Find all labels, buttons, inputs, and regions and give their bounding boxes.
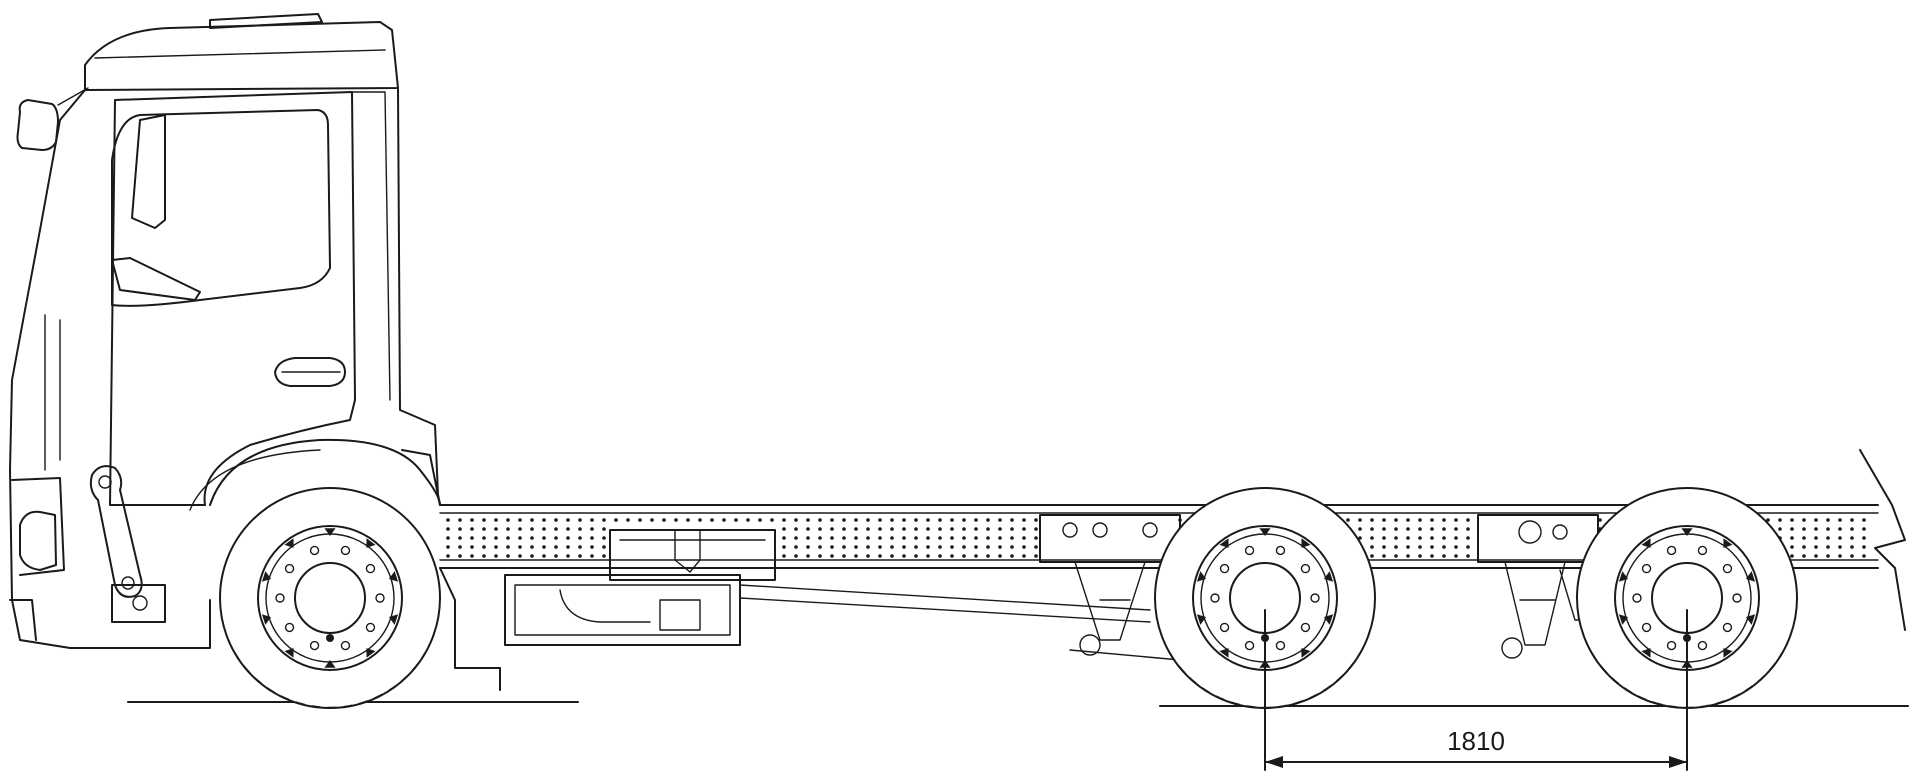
rear-wheel-1 — [1154, 487, 1376, 709]
dimension-arrow-right — [1669, 756, 1687, 768]
wheels — [219, 487, 1798, 709]
wheelbase-dimension: 1810 — [1264, 609, 1688, 771]
dimension-arrow-left — [1265, 756, 1283, 768]
front-wheel — [219, 487, 441, 709]
cab — [9, 13, 501, 691]
ground-lines — [127, 701, 1909, 707]
fuel-tank — [504, 529, 1151, 646]
dimension-value: 1810 — [1447, 726, 1505, 756]
